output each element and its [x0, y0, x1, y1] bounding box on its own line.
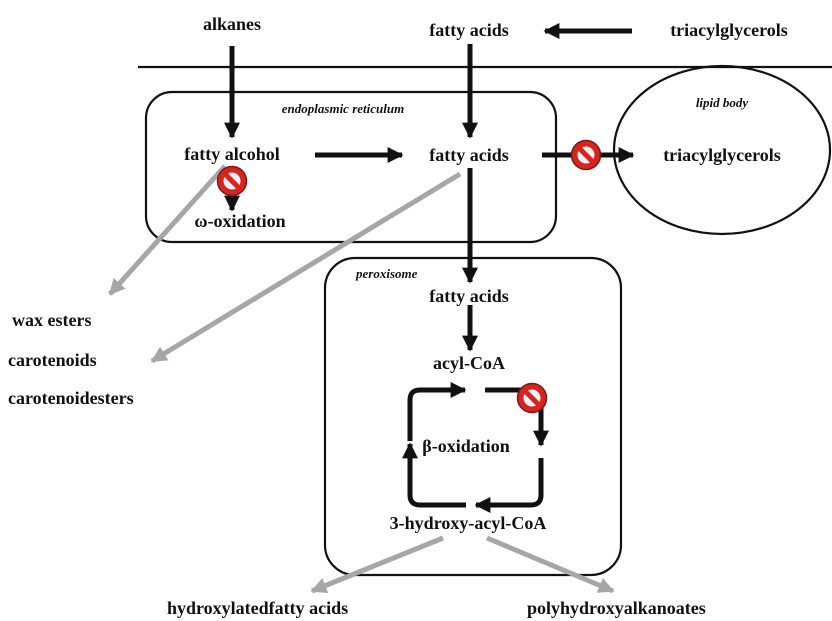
node-triacylglycerols-extracellular: triacylglycerols — [670, 20, 788, 40]
arrow-to-wax-esters — [108, 164, 227, 296]
prohibition-sign-icon — [570, 139, 602, 171]
node-hydroxylated-fatty-acids: hydroxylatedfatty acids — [167, 598, 348, 618]
cycle-arrow-bottom-right — [474, 458, 544, 514]
node-alkanes: alkanes — [203, 14, 261, 34]
node-3-hydroxy-acyl-coa: 3-hydroxy-acyl-CoA — [390, 513, 547, 533]
prohibition-sign-icon — [516, 382, 548, 414]
node-polyhydroxyalkanoates: polyhydroxyalkanoates — [527, 598, 706, 618]
arrow-to-hydroxylated-fatty-acids — [310, 535, 444, 594]
er-label: endoplasmic reticulum — [282, 101, 404, 116]
node-triacylglycerols-lipid-body: triacylglycerols — [663, 145, 781, 165]
node-acyl-coa: acyl-CoA — [433, 353, 505, 373]
prohibition-sign-icon — [216, 165, 248, 197]
node-fatty-acids-extracellular: fatty acids — [429, 20, 509, 40]
arrow-to-polyhydroxyalkanoates — [486, 535, 615, 594]
node-beta-oxidation: β-oxidation — [422, 436, 510, 456]
node-fatty-alcohol: fatty alcohol — [184, 144, 279, 164]
cycle-arrow-bottom-left — [401, 442, 466, 508]
lipid-body-label: lipid body — [696, 95, 749, 110]
node-fatty-acids-peroxisome: fatty acids — [429, 286, 509, 306]
node-carotenoids: carotenoids — [8, 350, 97, 370]
lipid-body-compartment — [612, 64, 832, 236]
arrow-to-carotenoids — [150, 171, 462, 364]
peroxisome-compartment — [323, 256, 623, 577]
node-fatty-acids-er: fatty acids — [429, 145, 509, 165]
node-carotenoidesters: carotenoidesters — [8, 388, 134, 408]
peroxisome-label: peroxisome — [355, 266, 418, 281]
cycle-arrow-top-left — [407, 381, 467, 441]
node-omega-oxidation: ω-oxidation — [194, 211, 285, 231]
node-wax-esters: wax esters — [12, 310, 91, 330]
